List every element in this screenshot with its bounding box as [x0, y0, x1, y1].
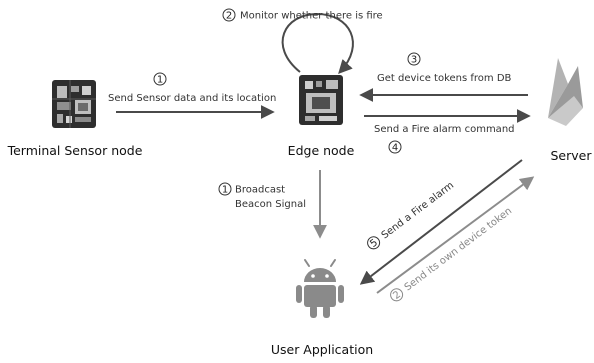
server-label: Server — [551, 148, 593, 163]
step-number-circle — [222, 8, 236, 22]
step-label-line1: Broadcast — [235, 185, 285, 196]
step-label: Send Sensor data and its location — [108, 93, 276, 104]
step-4-send-fire-alarm-command: Send a Fire alarm command 4 — [374, 124, 515, 154]
step-label: Monitor whether there is fire — [240, 11, 383, 22]
step-number-circle — [390, 288, 404, 302]
step-number-circle — [367, 236, 381, 250]
step-number-circle — [388, 140, 402, 154]
step-1-broadcast-beacon: 1 Broadcast Beacon Signal — [218, 182, 306, 210]
firebase-server-icon — [548, 58, 583, 126]
arrow-monitor-loop — [281, 12, 354, 75]
terminal-sensor-board-icon — [52, 80, 96, 128]
step-label: Send a Fire alarm command — [374, 124, 515, 135]
terminal-node-label: Terminal Sensor node — [7, 143, 143, 158]
step-number: 3 — [411, 55, 417, 66]
step-1-send-sensor-data: 1 Send Sensor data and its location — [108, 72, 276, 104]
arrow-user-to-server — [376, 176, 535, 294]
step-2-monitor-fire: 2 Monitor whether there is fire — [222, 8, 383, 22]
user-application-label: User Application — [271, 342, 373, 357]
step-number: 4 — [392, 143, 398, 154]
step-3-get-device-tokens: 3 Get device tokens from DB — [377, 52, 512, 84]
step-number-circle — [218, 182, 232, 196]
step-number-circle — [153, 72, 167, 86]
edge-node-label: Edge node — [288, 143, 355, 158]
android-icon — [296, 259, 344, 318]
step-5-send-fire-alarm: 5 Send a Fire alarm — [367, 180, 456, 250]
step-label-line2: Beacon Signal — [235, 199, 306, 210]
arrow-server-to-user — [359, 159, 523, 285]
step-number: 2 — [391, 289, 403, 302]
step-number: 2 — [226, 11, 232, 22]
edge-node-board-icon — [299, 75, 343, 125]
step-number: 1 — [157, 75, 163, 86]
step-label: Send its own device token — [403, 206, 514, 294]
step-number-circle — [407, 52, 421, 66]
step-number: 5 — [368, 237, 380, 250]
step-label: Get device tokens from DB — [377, 73, 512, 84]
step-label: Send a Fire alarm — [380, 180, 456, 241]
step-number: 1 — [222, 185, 228, 196]
